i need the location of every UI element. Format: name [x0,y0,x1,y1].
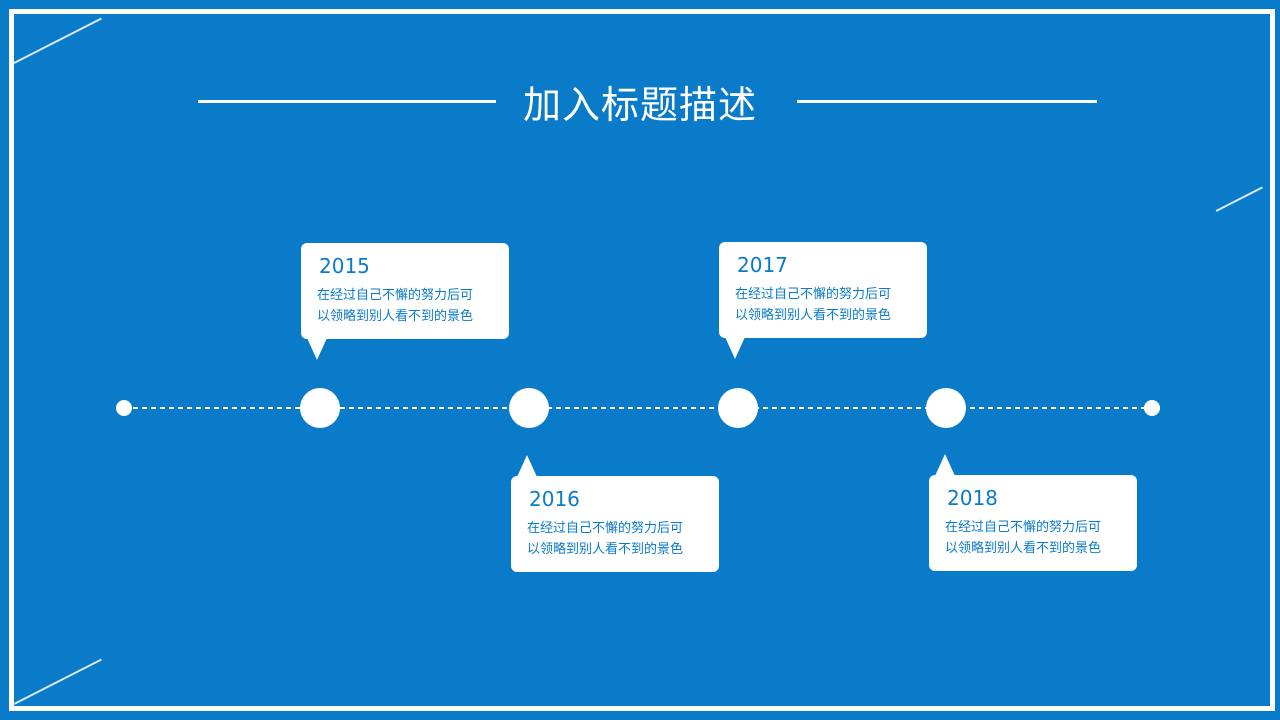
milestone-description-line: 以领略到别人看不到的景色 [945,541,1102,556]
milestone-year: 2017 [737,253,788,277]
callout-pointer-2017 [725,337,745,359]
callout-pointer-2015 [307,338,327,360]
milestone-card-2018: 2018 在经过自己不懈的努力后可 以领略到别人看不到的景色 [929,475,1137,571]
milestone-year: 2016 [529,487,580,511]
title-area: 加入标题描述 [0,68,1280,132]
milestone-description: 在经过自己不懈的努力后可 以领略到别人看不到的景色 [317,285,503,327]
milestone-year: 2018 [947,486,998,510]
page-title: 加入标题描述 [522,83,757,127]
callout-pointer-2016 [517,455,537,477]
title-rule-left [198,100,496,103]
timeline-start-dot [116,400,132,416]
milestone-description-line: 在经过自己不懈的努力后可 [527,521,684,536]
milestone-description: 在经过自己不懈的努力后可 以领略到别人看不到的景色 [735,284,921,326]
milestone-card-2017: 2017 在经过自己不懈的努力后可 以领略到别人看不到的景色 [719,242,927,338]
milestone-description: 在经过自己不懈的努力后可 以领略到别人看不到的景色 [527,518,713,560]
milestone-description-line: 在经过自己不懈的努力后可 [735,287,892,302]
timeline-node-2017 [718,388,758,428]
title-rule-right [797,100,1097,103]
milestone-description-line: 在经过自己不懈的努力后可 [945,520,1102,535]
milestone-description-line: 以领略到别人看不到的景色 [735,308,892,323]
milestone-description-line: 以领略到别人看不到的景色 [527,542,684,557]
timeline-end-dot [1144,400,1160,416]
timeline-node-2016 [509,388,549,428]
milestone-card-2015: 2015 在经过自己不懈的努力后可 以领略到别人看不到的景色 [301,243,509,339]
milestone-card-2016: 2016 在经过自己不懈的努力后可 以领略到别人看不到的景色 [511,476,719,572]
milestone-description-line: 在经过自己不懈的努力后可 [317,288,474,303]
timeline-node-2015 [300,388,340,428]
slide-border-frame [9,9,1275,711]
milestone-description: 在经过自己不懈的努力后可 以领略到别人看不到的景色 [945,517,1131,559]
milestone-description-line: 以领略到别人看不到的景色 [317,309,474,324]
callout-pointer-2018 [935,454,955,476]
milestone-year: 2015 [319,254,370,278]
timeline-node-2018 [926,388,966,428]
